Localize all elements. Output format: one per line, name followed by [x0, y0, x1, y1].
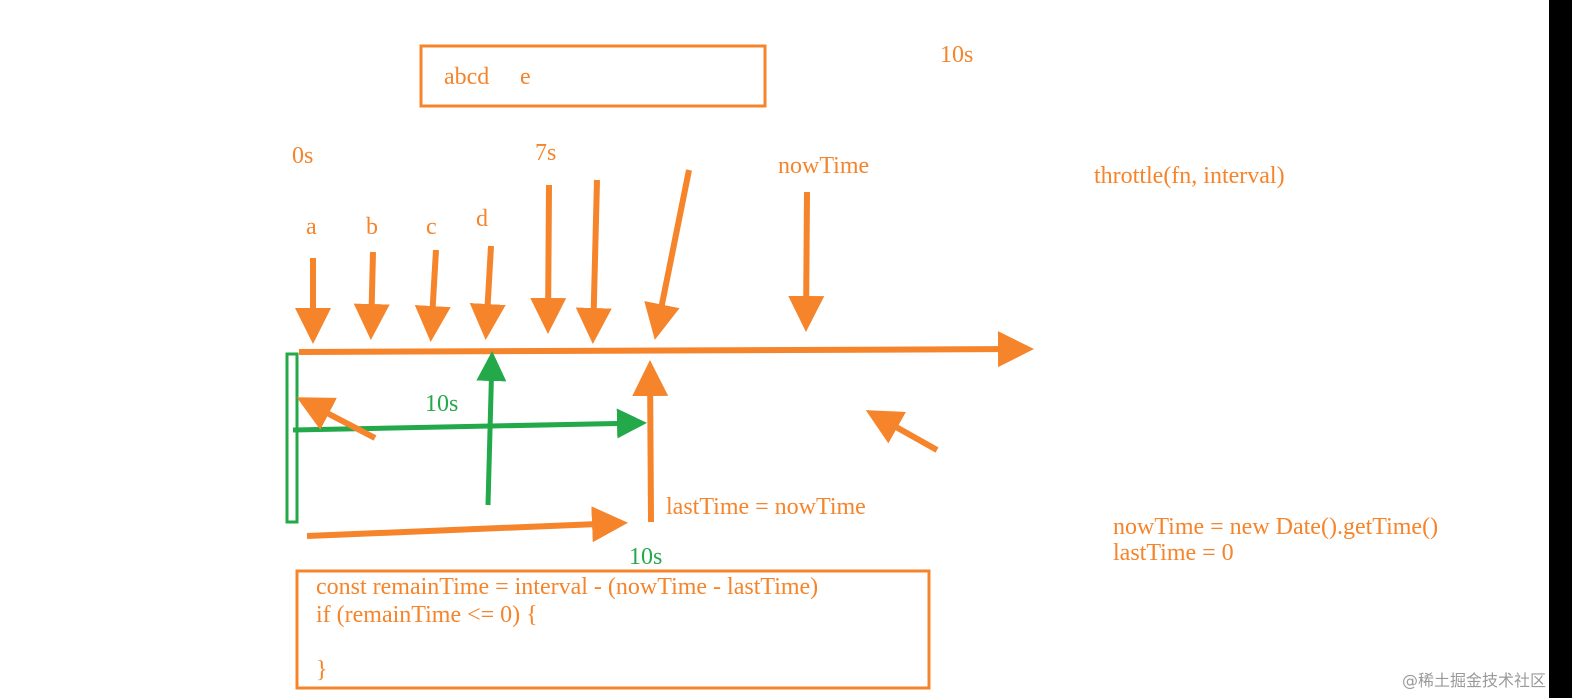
label-10s-green-mid: 10s: [425, 391, 458, 417]
label-event-c: c: [426, 214, 437, 240]
event-arrow-b: [353, 251, 390, 340]
code-line-2: if (remainTime <= 0) {: [316, 602, 538, 628]
event-arrow-c: [414, 249, 451, 342]
code-line-3: }: [316, 657, 328, 683]
green-up-arrow: [476, 351, 507, 506]
label-throttle-signature: throttle(fn, interval): [1094, 163, 1285, 189]
label-10s-green-bottom: 10s: [629, 544, 662, 570]
label-event-d: d: [476, 206, 488, 232]
event-arrow-nowtime: [788, 191, 825, 332]
label-nowtime-definition: nowTime = new Date().getTime(): [1113, 514, 1438, 540]
bottom-interval-arrow: [306, 506, 628, 543]
code-line-1: const remainTime = interval - (nowTime -…: [316, 574, 818, 600]
interval-start-marker: [285, 352, 299, 524]
label-nowtime: nowTime: [778, 153, 869, 179]
top-box: [419, 44, 767, 108]
label-10s-top: 10s: [940, 42, 973, 68]
label-lasttime-definition: lastTime = 0: [1113, 540, 1234, 566]
label-0s: 0s: [292, 143, 313, 169]
timeline-axis: [298, 331, 1034, 368]
watermark-text: @稀土掘金技术社区: [1402, 671, 1546, 690]
last-time-up-arrow: [632, 360, 669, 523]
pointer-arrow-start: [296, 397, 377, 441]
right-edge-bar: [1549, 0, 1572, 698]
code-box: [295, 569, 931, 690]
top-box-text-abcd: abcd: [444, 64, 489, 90]
label-event-a: a: [306, 214, 317, 240]
label-event-b: b: [366, 214, 378, 240]
top-box-text-e: e: [520, 64, 531, 90]
label-7s: 7s: [535, 140, 556, 166]
label-lasttime-eq-nowtime: lastTime = nowTime: [666, 494, 866, 520]
event-arrow-d: [469, 245, 506, 340]
event-arrow-diagonal: [644, 169, 692, 340]
pointer-arrow-right: [865, 410, 939, 453]
event-arrow-7s: [530, 184, 567, 334]
event-arrow-8s: [575, 179, 612, 344]
